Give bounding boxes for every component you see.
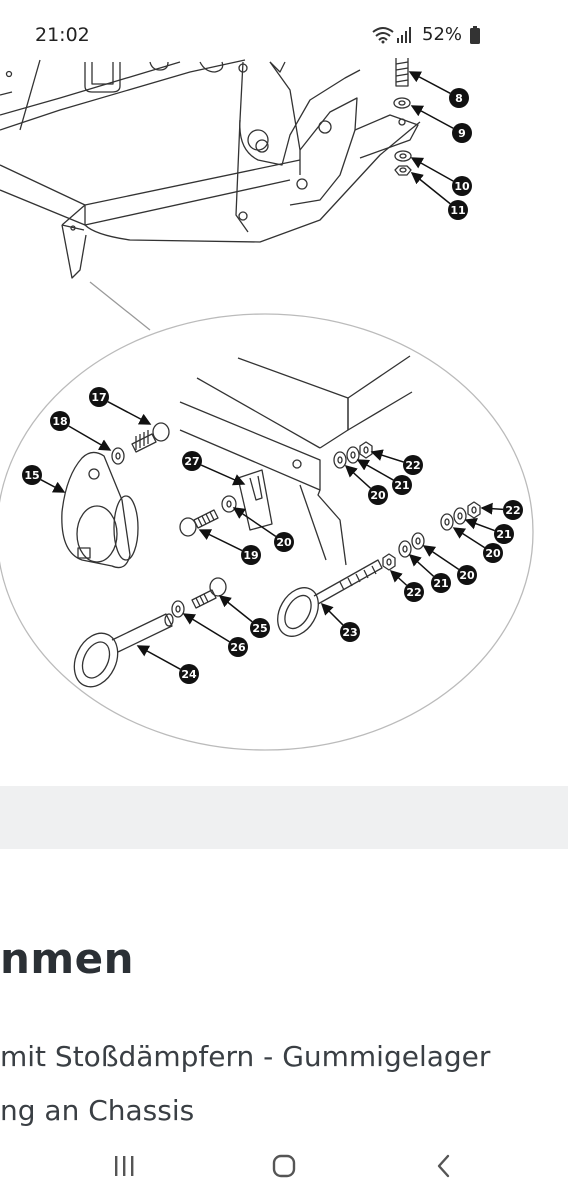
callout-badge-21 (431, 573, 451, 593)
part-number-label: 8 (455, 92, 463, 105)
callout-badge-20 (368, 485, 388, 505)
battery-icon (470, 26, 480, 44)
callout-arrow-24 (136, 645, 181, 670)
callout-badge-21 (494, 524, 514, 544)
callout-badge-26 (228, 637, 248, 657)
callout-badge-22 (403, 455, 423, 475)
callout-arrow-23 (320, 602, 344, 626)
part-number-label: 17 (91, 391, 106, 404)
exploded-view-drawing: 8 9 10 11 15 17 18 19 20 20 20 20 21 21 21 22 22 22 23 24 25… (0, 58, 534, 751)
callout-badge-21 (392, 475, 412, 495)
signal-icon (397, 27, 411, 43)
parts-diagram: 8 9 10 11 15 17 18 19 20 20 20 20 21 21 21 22 22 22 23 24 25… (0, 58, 568, 786)
battery-percent: 52% (422, 24, 463, 45)
article-heading: nmen (0, 934, 135, 983)
callout-badge-20 (274, 532, 294, 552)
article-description-line-1: mit Stoßdämpfern - Gummigelager (0, 1040, 491, 1073)
callout-arrow-21 (408, 553, 435, 577)
part-number-label: 21 (433, 577, 448, 590)
callout-badge-8 (449, 88, 469, 108)
callout-arrow-21 (356, 459, 394, 481)
callout-badge-23 (340, 622, 360, 642)
callout-badge-17 (89, 387, 109, 407)
status-icons: 52% (368, 22, 568, 46)
part-number-label: 20 (276, 536, 292, 549)
callout-arrow-22 (480, 502, 504, 515)
part-number-label: 20 (370, 489, 386, 502)
callout-arrow-22 (370, 449, 404, 463)
callout-arrow-27 (200, 464, 246, 486)
callout-arrow-20 (232, 507, 277, 537)
part-number-label: 21 (394, 479, 409, 492)
recent-apps-button[interactable] (94, 1148, 154, 1184)
status-time: 21:02 (35, 24, 90, 46)
back-icon (437, 1154, 450, 1178)
callout-badge-20 (483, 543, 503, 563)
callout-arrow-26 (182, 613, 230, 643)
callout-arrow-17 (107, 401, 152, 425)
callout-arrow-21 (464, 517, 495, 532)
part-number-label: 25 (252, 622, 267, 635)
wifi-icon (372, 27, 394, 44)
navigation-bar (0, 1130, 568, 1200)
callout-badge-24 (179, 664, 199, 684)
part-number-label: 27 (184, 455, 199, 468)
home-icon (272, 1154, 296, 1178)
callout-badge-19 (241, 545, 261, 565)
callout-arrow-9 (410, 105, 454, 129)
callout-arrow-20 (452, 527, 485, 549)
callout-badge-10 (452, 176, 472, 196)
home-button[interactable] (254, 1148, 314, 1184)
part-number-label: 23 (342, 626, 357, 639)
callout-arrow-15 (40, 479, 66, 493)
part-number-label: 11 (450, 204, 465, 217)
callout-badge-25 (250, 618, 270, 638)
part-number-label: 20 (459, 569, 475, 582)
back-button[interactable] (414, 1148, 474, 1184)
part-number-label: 22 (505, 504, 520, 517)
callout-arrow-25 (218, 595, 253, 623)
callout-badge-9 (452, 123, 472, 143)
part-number-label: 21 (496, 528, 511, 541)
callout-arrow-10 (410, 157, 454, 182)
part-number-label: 24 (181, 668, 197, 681)
part-number-label: 22 (406, 586, 421, 599)
callout-arrow-19 (198, 529, 243, 552)
part-number-label: 26 (230, 641, 246, 654)
callout-arrow-18 (68, 425, 112, 451)
callout-arrow-20 (344, 464, 372, 489)
callout-badge-20 (457, 565, 477, 585)
callout-badge-27 (182, 451, 202, 471)
callout-badge-18 (50, 411, 70, 431)
callout-arrow-22 (389, 569, 408, 586)
callout-badge-22 (404, 582, 424, 602)
article-description-line-2: ng an Chassis (0, 1094, 195, 1127)
part-number-label: 18 (52, 415, 67, 428)
part-number-label: 9 (458, 127, 466, 140)
part-number-label: 19 (243, 549, 258, 562)
status-bar: 21:02 52% (0, 0, 568, 58)
callout-badge-22 (503, 500, 523, 520)
callout-arrow-8 (408, 71, 451, 94)
part-number-label: 10 (454, 180, 470, 193)
callout-badge-15 (22, 465, 42, 485)
part-number-label: 22 (405, 459, 420, 472)
part-number-label: 20 (485, 547, 501, 560)
callout-badge-11 (448, 200, 468, 220)
section-divider (0, 786, 568, 849)
callout-arrow-20 (422, 545, 460, 571)
callout-arrow-11 (410, 172, 451, 205)
part-number-label: 15 (24, 469, 39, 482)
recent-apps-icon (115, 1156, 134, 1176)
